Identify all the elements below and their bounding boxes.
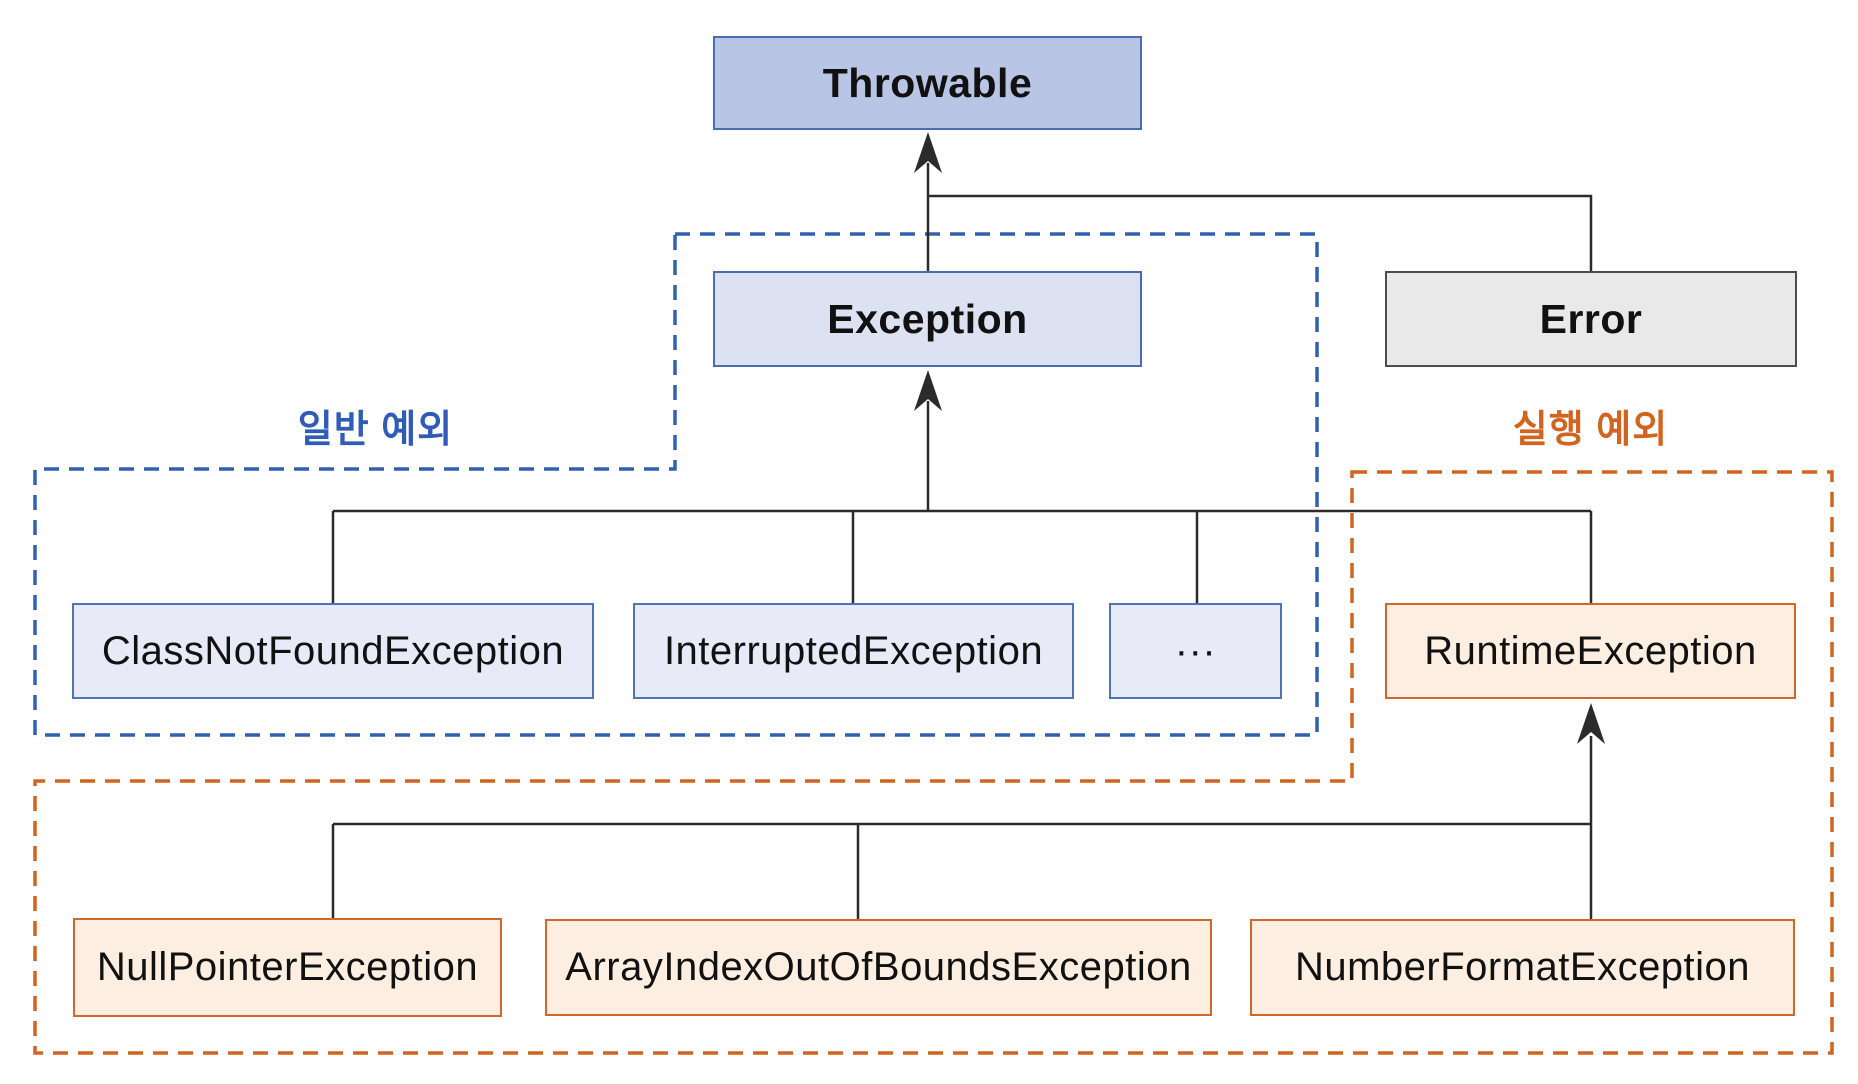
- arrow-up-to-runtimeexception-icon: [1577, 703, 1605, 744]
- nullpointerexception-node: NullPointerException: [73, 918, 502, 1017]
- connector-lines: [331, 163, 1593, 919]
- general-exception-region-label: 일반 예외: [297, 409, 454, 451]
- arrowheads: [914, 132, 1605, 744]
- runtimeexception-node: RuntimeException: [1385, 603, 1796, 699]
- general-exception-region-outline: [33, 232, 1319, 737]
- arrow-up-to-throwable-icon: [914, 132, 942, 173]
- error-node: Error: [1385, 271, 1797, 367]
- runtime-exception-region-outline: [33, 470, 1834, 1055]
- classnotfoundexception-node: ClassNotFoundException: [72, 603, 594, 699]
- numberformatexception-node: NumberFormatException: [1250, 919, 1795, 1016]
- throwable-node: Throwable: [713, 36, 1142, 130]
- runtime-exception-region-label: 실행 예외: [1512, 409, 1669, 451]
- arrow-up-to-exception-icon: [914, 370, 942, 411]
- exception-node: Exception: [713, 271, 1142, 367]
- ellipsis-node: ···: [1109, 603, 1282, 699]
- arrayindexoutofboundsexception-node: ArrayIndexOutOfBoundsException: [545, 919, 1212, 1016]
- interruptedexception-node: InterruptedException: [633, 603, 1074, 699]
